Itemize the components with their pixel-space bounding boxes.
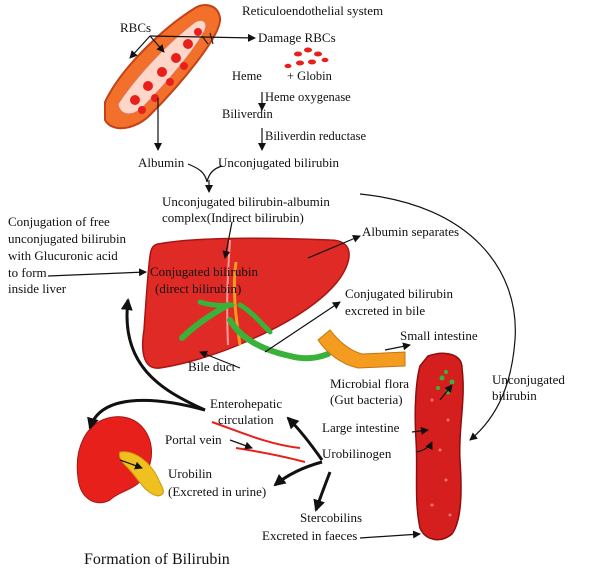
- stercobilins-label-line2: Excreted in faeces: [262, 528, 357, 543]
- unconjugated-bilirubin-label: Unconjugated bilirubin: [218, 155, 339, 170]
- stercobilins-label-line1: Stercobilins: [300, 510, 362, 525]
- enterohepatic-label-line2: circulation: [218, 412, 274, 427]
- albumin-label: Albumin: [138, 155, 185, 170]
- conjugation-label-line2: unconjugated bilirubin: [8, 231, 127, 246]
- liver-illustration: [141, 237, 350, 369]
- small-intestine-label: Small intestine: [400, 328, 478, 343]
- bile-duct-label: Bile duct: [188, 359, 236, 374]
- unconjugated-right-label-line2: bilirubin: [492, 388, 537, 403]
- conjugated-bilirubin-label-line2: (direct bilirubin): [155, 281, 241, 296]
- diagram-title: Formation of Bilirubin: [84, 551, 230, 568]
- portal-vein-lines: [211, 421, 306, 463]
- conjugation-label-line1: Conjugation of free: [8, 214, 110, 229]
- conjugated-bilirubin-label-line1: Conjugated bilirubin: [150, 264, 258, 279]
- urobilinogen-label: Urobilinogen: [322, 446, 392, 461]
- urobilin-label-line1: Urobilin: [168, 466, 213, 481]
- heme-label: Heme: [232, 69, 262, 83]
- kidney-illustration: [76, 416, 164, 504]
- microbial-flora-label-line2: (Gut bacteria): [330, 392, 403, 407]
- major-flow-arrows: [87, 298, 332, 512]
- unconjugated-right-label-line1: Unconjugated: [492, 372, 565, 387]
- conjugation-label-line5: inside liver: [8, 281, 67, 296]
- excreted-bile-label-line1: Conjugated bilirubin: [345, 286, 453, 301]
- biliverdin-reductase-label: Biliverdin reductase: [265, 129, 366, 143]
- urobilin-label-line2: (Excreted in urine): [168, 484, 266, 499]
- damage-rbcs-label: Damage RBCs: [258, 30, 336, 45]
- complex-label-line1: Unconjugated bilirubin-albumin: [162, 194, 330, 209]
- heme-oxygenase-label: Heme oxygenase: [265, 90, 351, 104]
- portal-vein-label: Portal vein: [165, 432, 222, 447]
- microbial-flora-label-line1: Microbial flora: [330, 376, 409, 391]
- damaged-rbc-dots: [284, 47, 329, 69]
- large-intestine-label: Large intestine: [322, 420, 400, 435]
- globin-label: + Globin: [287, 69, 333, 83]
- conjugation-label-line4: to form: [8, 265, 47, 280]
- conjugation-label-line3: with Glucuronic acid: [8, 248, 118, 263]
- enterohepatic-label-line1: Enterohepatic: [210, 396, 282, 411]
- bile-duct-illustration: [179, 299, 331, 362]
- flow-arrows: [47, 33, 516, 539]
- large-intestine-illustration: [414, 352, 464, 541]
- rbcs-label: RBCs: [120, 20, 151, 35]
- albumin-separates-label: Albumin separates: [362, 224, 459, 239]
- rbc-vessel-illustration: [104, 4, 222, 130]
- small-intestine-illustration: [317, 329, 406, 369]
- reticuloendothelial-label: Reticuloendothelial system: [242, 3, 383, 18]
- biliverdin-label: Biliverdin: [222, 107, 273, 121]
- excreted-bile-label-line2: excreted in bile: [345, 303, 425, 318]
- complex-label-line2: complex(Indirect bilirubin): [162, 210, 304, 225]
